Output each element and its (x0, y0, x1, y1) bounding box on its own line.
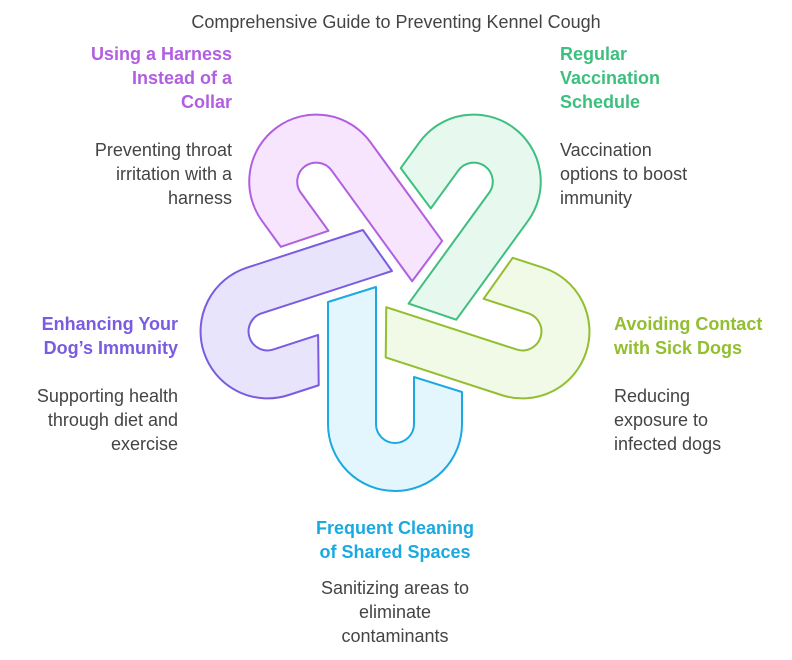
harness-link (248, 113, 444, 283)
immunity-link (199, 228, 393, 400)
vaccination-heading: Regular Vaccination Schedule (560, 44, 661, 112)
vaccination-link (399, 113, 542, 321)
cleaning-link (327, 286, 463, 492)
immunity-heading: Enhancing Your Dog’s Immunity (41, 314, 178, 358)
cleaning-description: Sanitizing areas to eliminate contaminan… (320, 578, 470, 646)
diagram-title: Comprehensive Guide to Preventing Kennel… (191, 12, 601, 32)
avoid-contact-link (384, 256, 591, 400)
harness-description: Preventing throat irritation with a harn… (94, 140, 232, 208)
avoid-contact-heading: Avoiding Contact with Sick Dogs (614, 314, 763, 358)
cleaning-heading: Frequent Cleaning of Shared Spaces (315, 518, 474, 562)
avoid-contact-description: Reducing exposure to infected dogs (614, 386, 722, 454)
immunity-description: Supporting health through diet and exerc… (36, 386, 178, 454)
harness-heading: Using a Harness Instead of a Collar (90, 44, 232, 112)
vaccination-description: Vaccination options to boost immunity (560, 140, 688, 208)
